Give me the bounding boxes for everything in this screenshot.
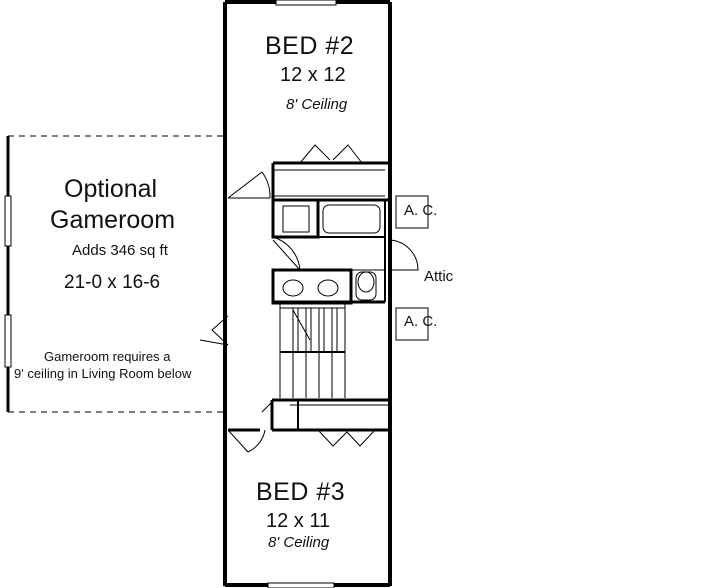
bed2-name: BED #2 (265, 32, 355, 60)
gameroom-note-line1: Gameroom requires a (44, 349, 171, 364)
stairs (279, 302, 346, 398)
attic-door (389, 239, 419, 271)
ac-units (395, 195, 429, 341)
gameroom-outline (8, 135, 225, 413)
bed2-closet (271, 144, 390, 202)
bed2-size: 12 x 12 (280, 64, 346, 86)
bed3-closet (227, 398, 390, 453)
bed3-size: 12 x 11 (266, 510, 331, 532)
attic-label: Attic (424, 268, 454, 285)
ac-label-upper: A. C. (404, 202, 438, 219)
gameroom-left-wall (4, 136, 12, 412)
bed3-name: BED #3 (256, 478, 346, 506)
gameroom-note-line2: 9' ceiling in Living Room below (14, 366, 192, 381)
doors-left (199, 171, 271, 346)
gameroom-title-line1: Optional (64, 175, 158, 203)
gameroom-adds: Adds 346 sq ft (72, 242, 168, 259)
windows (267, 0, 337, 588)
gameroom-title-line2: Gameroom (50, 206, 176, 234)
bed2-ceiling: 8' Ceiling (286, 96, 348, 113)
bed3-ceiling: 8' Ceiling (268, 534, 330, 551)
ac-label-lower: A. C. (404, 313, 438, 330)
bathroom (271, 198, 386, 305)
gameroom-size: 21-0 x 16-6 (64, 272, 161, 293)
